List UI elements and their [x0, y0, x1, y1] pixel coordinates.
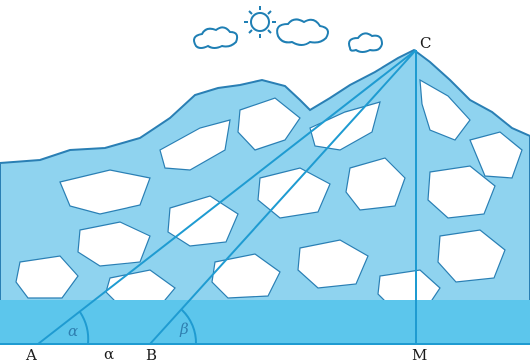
cloud-icon — [193, 18, 384, 53]
label-angle-B: β — [179, 320, 189, 338]
label-point-C: C — [420, 34, 431, 52]
angle-arc-A — [79, 311, 90, 345]
geometry-lines — [0, 49, 530, 345]
ground-strip — [0, 300, 530, 344]
sun-icon — [244, 6, 276, 38]
label-angle-A: α — [68, 322, 78, 340]
label-point-B: B — [146, 346, 157, 364]
label-point-A: A — [25, 346, 37, 364]
snow-patches — [15, 78, 523, 309]
line-BC — [149, 49, 417, 345]
label-segment-AB: α — [104, 345, 114, 363]
label-point-M: M — [412, 346, 427, 364]
angle-arc-B — [181, 309, 198, 345]
line-AC — [37, 49, 417, 345]
